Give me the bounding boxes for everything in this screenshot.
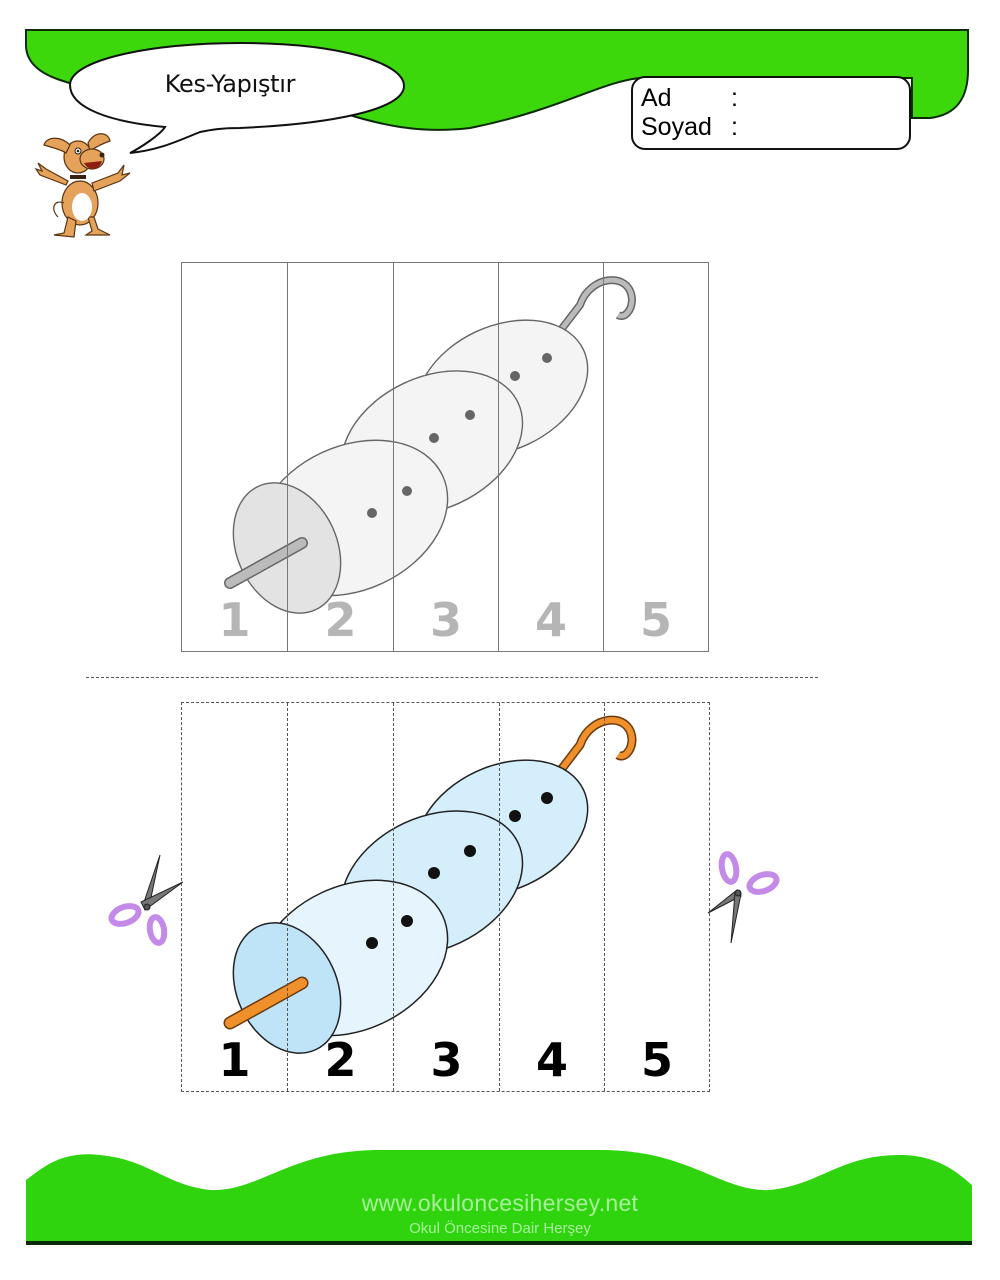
cutout-strip[interactable]: 2 [288,703,394,1091]
strip-number: 3 [430,1033,463,1087]
cutout-strip[interactable]: 3 [394,703,500,1091]
header-band [25,29,969,154]
strip-number: 3 [429,593,462,647]
cutout-puzzle: 1 2 3 4 5 [181,702,710,1092]
website-tagline: Okul Öncesine Dair Herşey [409,1220,591,1237]
cartoon-dog-icon [34,133,131,238]
strip-number: 2 [324,1033,357,1087]
marshmallow-skewer-illustration-color [223,715,637,1054]
marshmallow-skewer-illustration-grey [224,276,637,614]
scissors-icon [108,854,184,946]
strip-number: 5 [639,593,672,647]
reference-strip: 2 [288,263,394,651]
strip-number: 4 [534,593,567,647]
reference-strip: 4 [499,263,604,651]
reference-strip: 5 [604,263,708,651]
strip-number: 1 [218,593,251,647]
strip-number: 5 [640,1033,673,1087]
last-name-label: Soyad [641,113,712,141]
reference-puzzle: 1 2 3 4 5 [181,262,709,652]
last-name-separator: : [731,113,738,141]
last-name-row: Soyad: [641,113,738,141]
name-form: Ad: Soyad: [631,76,911,150]
strip-number: 2 [324,593,357,647]
footer-band [26,1150,972,1245]
cutout-strip[interactable]: 5 [605,703,709,1091]
first-name-separator: : [731,84,738,112]
reference-strip: 1 [182,263,288,651]
scissors-icon [707,851,780,944]
reference-strip: 3 [394,263,499,651]
worksheet-title: Kes-Yapıştır [164,70,296,98]
first-name-row: Ad: [641,84,738,112]
strip-number: 1 [218,1033,251,1087]
website-url: www.okuloncesihersey.net [361,1190,639,1216]
first-name-label: Ad [641,84,672,112]
cutout-strip[interactable]: 1 [182,703,288,1091]
strip-number: 4 [535,1033,568,1087]
cutout-strip[interactable]: 4 [500,703,605,1091]
cut-line-divider [86,677,818,678]
